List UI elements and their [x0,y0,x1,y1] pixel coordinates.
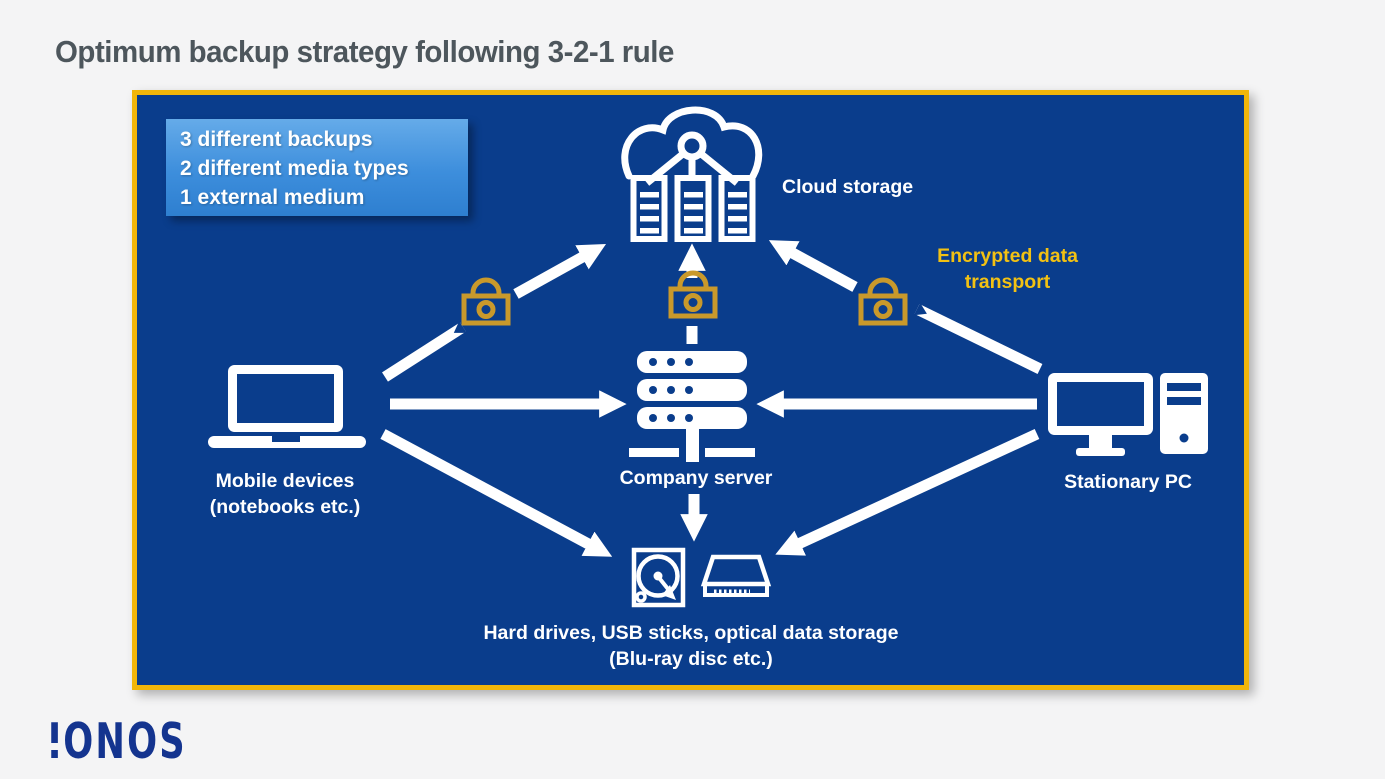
ionos-logo-text: IONOS [48,713,187,770]
stationary-pc-label: Stationary PC [1064,471,1192,493]
page-title: Optimum backup strategy following 3-2-1 … [55,34,674,69]
rule-line-2-media: 2 different media types [180,157,409,180]
rule-line-3-backups: 3 different backups [180,128,373,151]
encrypted-transport-label: Encrypted data transport [937,245,1078,293]
mobile-devices-label: Mobile devices (notebooks etc.) [209,470,361,518]
cloud-storage-label: Cloud storage [782,176,914,198]
rule-line-1-external: 1 external medium [180,186,365,209]
ionos-logo: IONOS [46,713,187,771]
company-server-label: Company server [619,467,773,489]
rule-321-infobox: 3 different backups 2 different media ty… [166,119,468,216]
hard-drives-label: Hard drives, USB sticks, optical data st… [483,622,899,670]
